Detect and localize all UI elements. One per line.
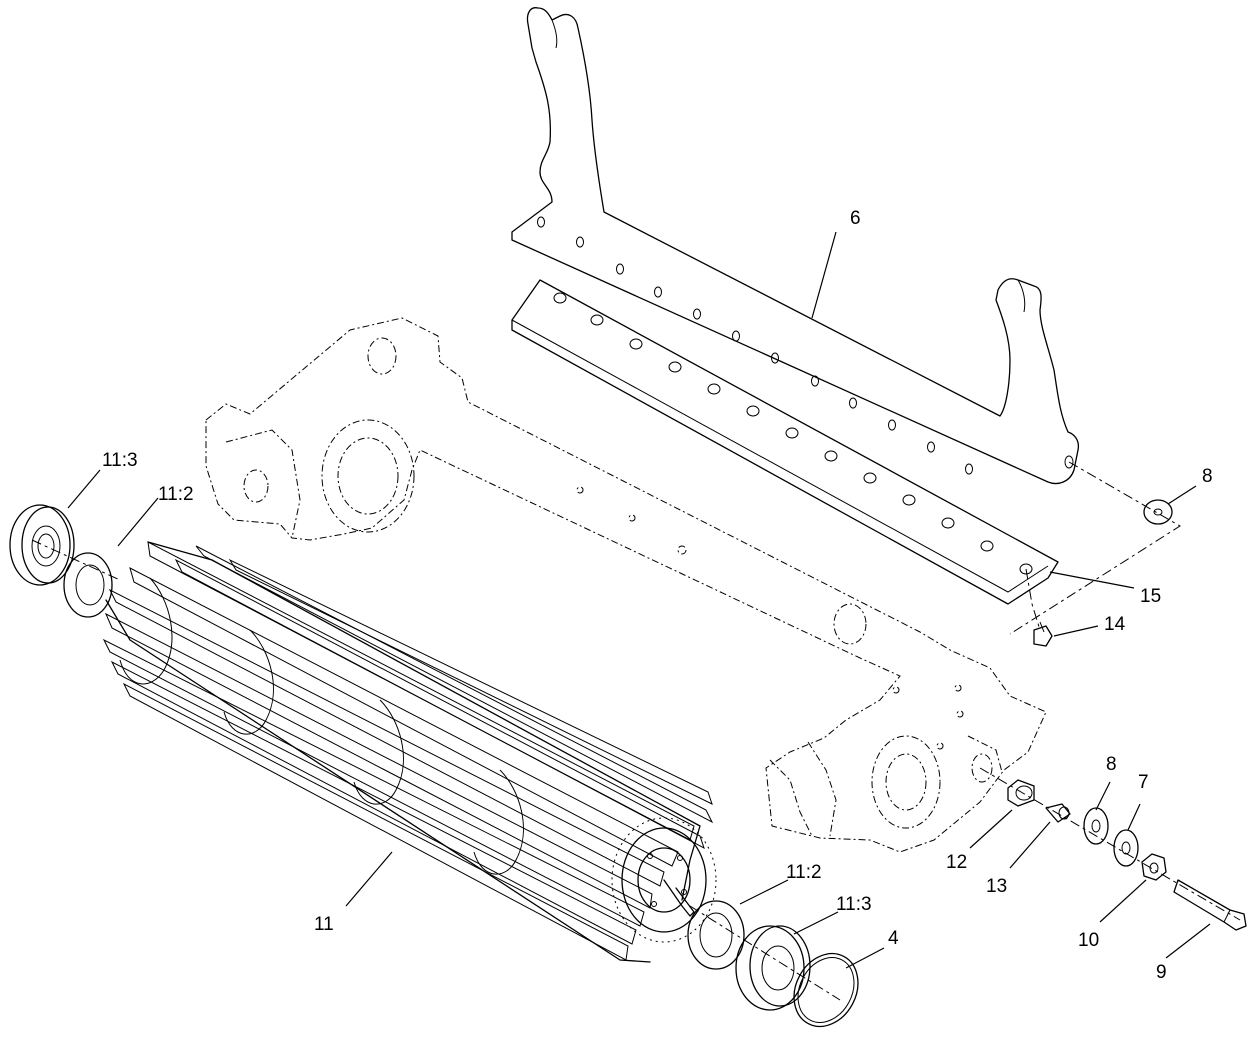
callout-11-3-right: 11:3 [836,894,872,915]
callout-11: 11 [314,914,334,935]
part-11-2-seal-right [687,900,745,970]
callout-8-bottom: 8 [1106,754,1117,775]
callout-11-2-left: 11:2 [158,484,194,505]
part-14-screw [1033,621,1053,647]
callout-11-2-right: 11:2 [786,862,822,883]
part-11-3-bearing-right [735,925,811,1011]
callout-14: 14 [1104,614,1126,635]
callout-10: 10 [1078,930,1099,951]
callout-15: 15 [1140,586,1161,607]
part-11-2-seal-left [63,552,113,618]
callout-7: 7 [1138,772,1149,793]
part-12-bushing [1007,779,1035,807]
part-9-shaft [1173,879,1247,931]
callout-11-3-left: 11:3 [102,450,138,471]
callout-4: 4 [888,928,899,949]
callout-13: 13 [986,876,1007,897]
part-8-washer-top [1143,499,1173,525]
assembly-centerlines [31,461,1241,1001]
part-8-washer-bottom [1083,807,1109,845]
callout-12: 12 [946,852,967,873]
callout-labels: 6 8 15 14 11:3 11:2 11 11:2 11:3 4 12 13… [102,208,1213,983]
callout-9: 9 [1156,962,1167,983]
callout-8-top: 8 [1202,466,1213,487]
part-13-pin [1045,803,1071,823]
part-15-bedknife [511,279,1059,605]
part-7-washer [1113,829,1139,867]
part-11-reel [102,541,717,963]
ghost-reel-frame [205,317,1047,853]
part-10-nut [1141,853,1167,881]
part-6-bedbar-mount [511,7,1080,485]
callout-6: 6 [850,208,861,229]
part-4-oring [793,952,859,1028]
part-11-3-bearing-left [9,504,75,586]
leader-lines [67,231,1211,969]
